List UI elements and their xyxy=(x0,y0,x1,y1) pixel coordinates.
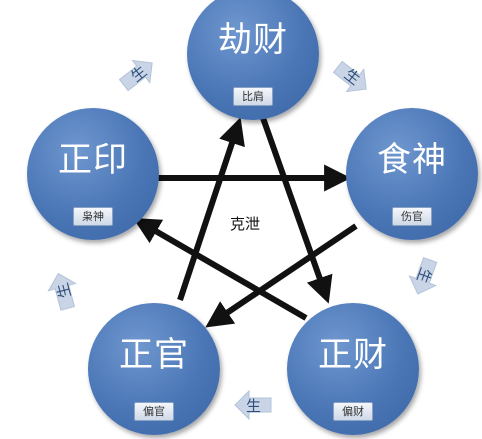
node-tag: 伤官 xyxy=(392,207,432,226)
generate-arrow-zhengyin-jiecai xyxy=(118,59,153,92)
node-tag: 偏财 xyxy=(333,402,373,421)
generate-arrow-shishen-zhengcai xyxy=(408,257,438,295)
star-arrow-zhengcai-zhengyin xyxy=(132,217,308,321)
node-tag: 比肩 xyxy=(233,87,273,106)
generate-arrow-jiecai-shishen xyxy=(332,60,367,93)
node-zhengguan: 正官 偏官 xyxy=(88,303,220,435)
generate-label: 生 xyxy=(246,397,262,415)
node-label: 食神 xyxy=(377,140,447,180)
star-arrow-zhengguan-jiecai xyxy=(177,117,245,301)
star-arrow-shishen-zhengguan xyxy=(205,223,358,328)
node-label: 劫财 xyxy=(218,20,288,60)
node-zhengcai: 正财 偏财 xyxy=(287,303,419,435)
node-label: 正财 xyxy=(318,335,388,375)
node-label: 正印 xyxy=(58,140,128,180)
star-arrow-jiecai-zhengcai xyxy=(260,116,333,304)
node-shishen: 食神 伤官 xyxy=(346,108,478,240)
center-label: 克泄 xyxy=(230,215,261,233)
node-jiecai: 劫财 比肩 xyxy=(187,0,319,120)
node-zhengyin: 正印 枭神 xyxy=(27,108,159,240)
node-tag: 偏官 xyxy=(134,402,174,421)
node-label: 正官 xyxy=(119,335,189,375)
node-tag: 枭神 xyxy=(73,207,113,226)
generate-arrow-zhengcai-zhengguan xyxy=(234,389,272,421)
generate-arrow-zhengguan-zhengyin xyxy=(47,272,77,311)
